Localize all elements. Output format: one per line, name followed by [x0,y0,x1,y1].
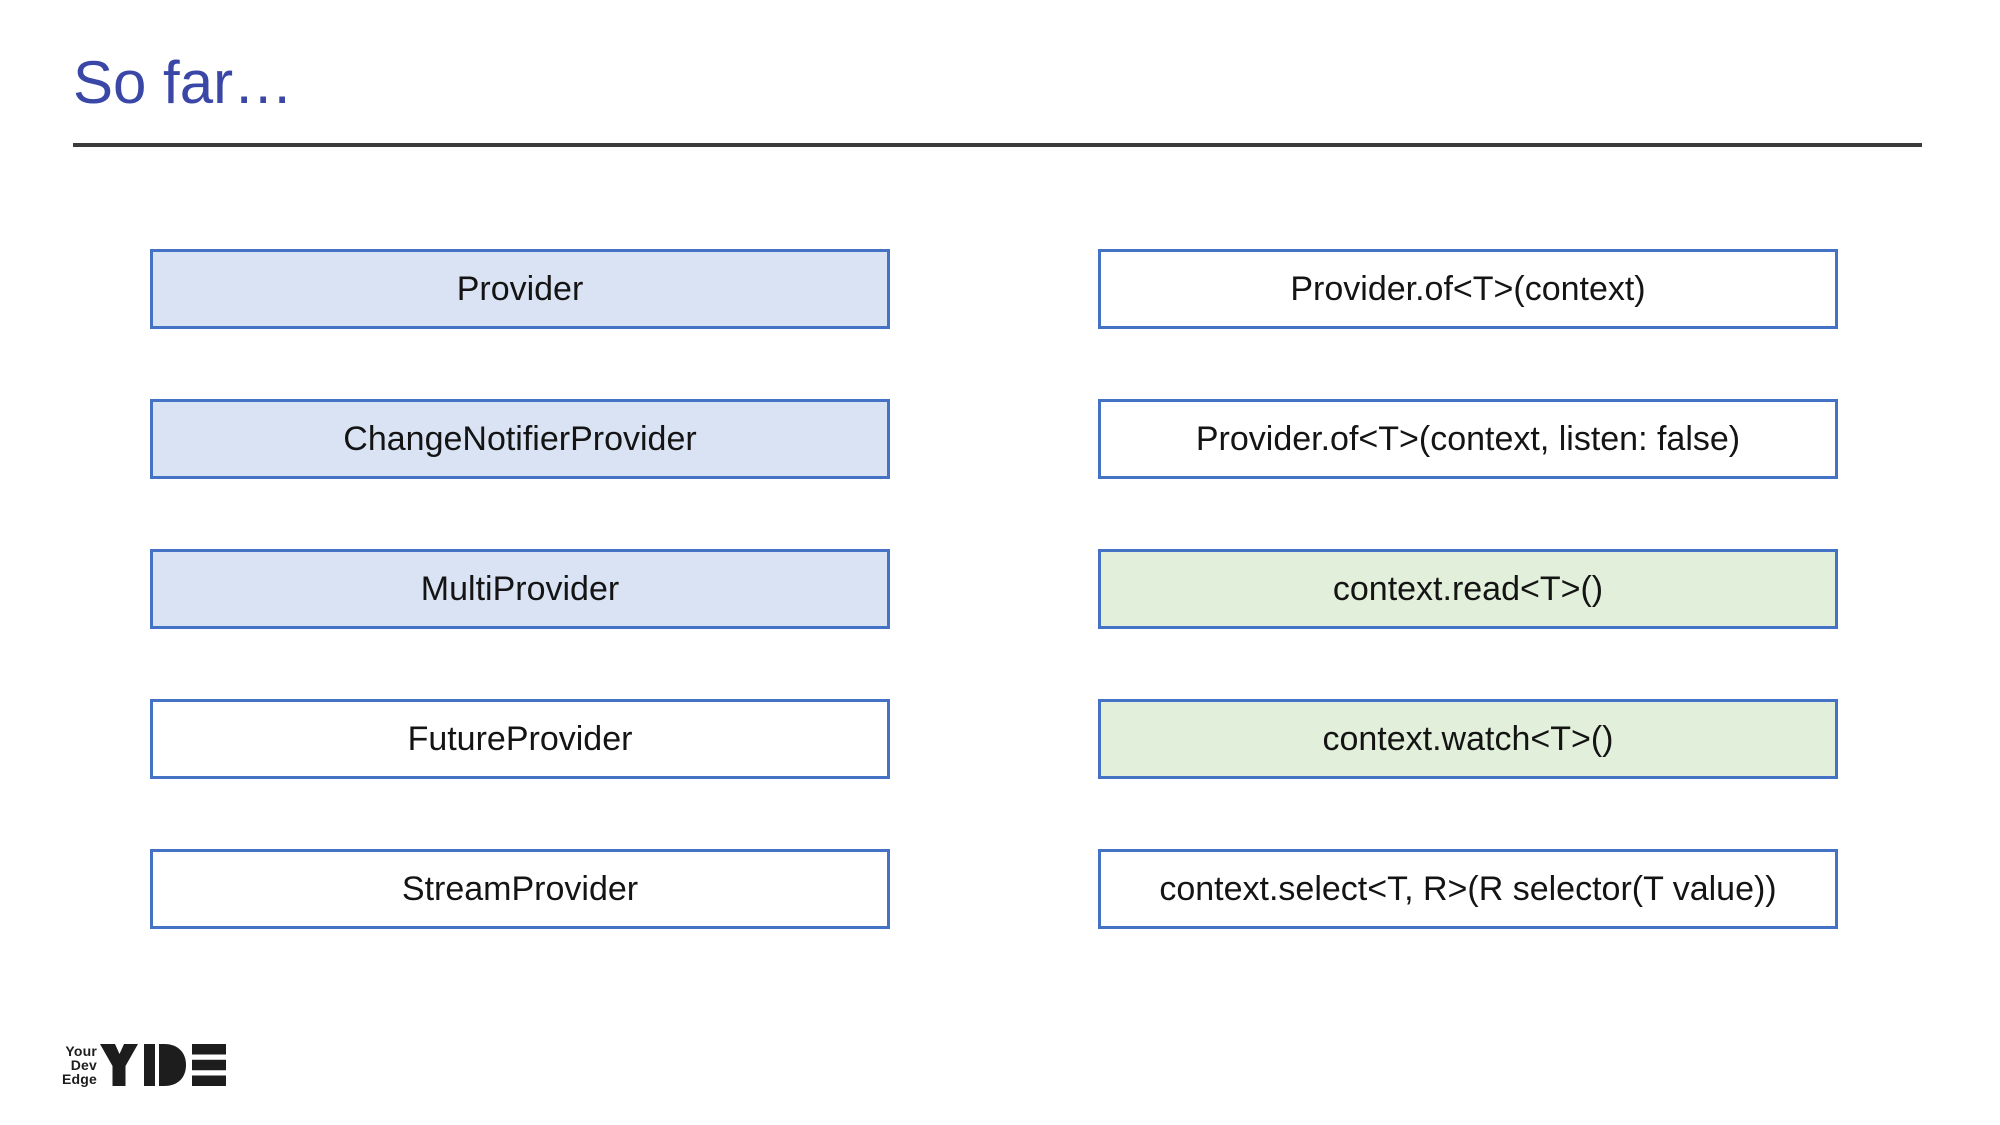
provider-of-label: Provider.of<T>(context) [1290,269,1646,308]
future-provider-label: FutureProvider [407,719,633,758]
page-title: So far… [73,49,294,116]
context-watch-box: context.watch<T>() [1098,699,1838,779]
change-notifier-provider-box: ChangeNotifierProvider [150,399,890,479]
context-read-label: context.read<T>() [1332,569,1604,608]
yde-logo: Your Dev Edge [62,1044,227,1086]
context-select-label: context.select<T, R>(R selector(T value)… [1159,869,1777,908]
yde-logo-mark-icon [100,1044,227,1086]
multi-provider-box: MultiProvider [150,549,890,629]
provider-label: Provider [456,269,584,308]
yde-logo-tagline: Your Dev Edge [62,1044,97,1086]
yde-logo-tagline-line1: Your [65,1043,98,1059]
provider-box: Provider [150,249,890,329]
future-provider-box: FutureProvider [150,699,890,779]
stream-provider-label: StreamProvider [401,869,639,908]
yde-logo-tagline-line3: Edge [62,1071,98,1087]
provider-of-listen-false-box: Provider.of<T>(context, listen: false) [1098,399,1838,479]
context-select-box: context.select<T, R>(R selector(T value)… [1098,849,1838,929]
multi-provider-label: MultiProvider [420,569,620,608]
provider-of-listen-false-label: Provider.of<T>(context, listen: false) [1195,419,1741,458]
yde-logo-tagline-line2: Dev [70,1057,98,1073]
provider-of-box: Provider.of<T>(context) [1098,249,1838,329]
change-notifier-provider-label: ChangeNotifierProvider [343,419,697,458]
context-read-box: context.read<T>() [1098,549,1838,629]
title-divider [73,143,1922,147]
context-watch-label: context.watch<T>() [1322,719,1614,758]
stream-provider-box: StreamProvider [150,849,890,929]
